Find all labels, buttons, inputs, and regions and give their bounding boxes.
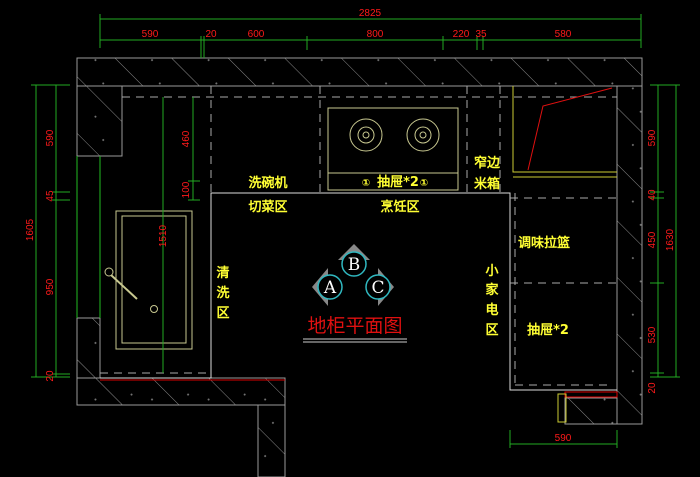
drawer-marker: ① <box>420 178 428 189</box>
label-narrow: 窄边 <box>474 155 501 171</box>
dimension-lines <box>31 14 680 448</box>
svg-text:小: 小 <box>485 264 498 279</box>
dim-top-total: 2825 <box>359 8 382 19</box>
drawing-title: 地柜平面图 <box>307 315 402 337</box>
dim-right-segment: 530 <box>647 326 658 343</box>
stove <box>327 107 459 191</box>
dim-left-segment: 590 <box>45 129 56 146</box>
label-appliance-zone: 小 家 电 区 <box>485 264 499 338</box>
dim-top-segment: 35 <box>475 29 487 40</box>
fridge-area <box>512 86 617 178</box>
dim-left-total: 1605 <box>25 218 36 241</box>
svg-text:洗: 洗 <box>216 285 229 301</box>
svg-text:电: 电 <box>485 302 498 318</box>
wall-left-lower <box>76 317 101 379</box>
svg-text:C: C <box>371 278 384 298</box>
window <box>76 155 101 319</box>
dim-right-segment: 20 <box>647 382 658 394</box>
label-dishwasher: 洗碗机 <box>248 175 287 191</box>
circle-a-icon: A <box>317 274 343 300</box>
burner-icon <box>349 118 383 152</box>
svg-text:清: 清 <box>216 265 229 281</box>
label-drawers-top: 抽屉*2 <box>377 174 419 190</box>
dim-right-segment: 590 <box>647 129 658 146</box>
svg-text:家: 家 <box>485 282 499 298</box>
wall-left-upper <box>76 85 123 157</box>
svg-text:区: 区 <box>216 306 229 321</box>
label-cooking-zone: 烹饪区 <box>380 199 419 215</box>
svg-text:B: B <box>348 255 361 275</box>
dim-sink-run: 1510 <box>158 224 169 247</box>
sink <box>104 210 193 350</box>
dim-top-segment: 590 <box>142 29 159 40</box>
counter-edge-red-right <box>564 391 618 398</box>
dim-left-segment: 950 <box>45 278 56 295</box>
dim-sink-segment: 460 <box>181 130 192 147</box>
circle-c-icon: C <box>365 274 391 300</box>
dim-right-total: 1630 <box>665 228 676 251</box>
label-washing-zone: 清 洗 区 <box>216 265 229 321</box>
dim-right-segment: 40 <box>647 189 658 201</box>
wall-bottom-right <box>564 397 618 425</box>
label-rice-bin: 米箱 <box>474 176 500 192</box>
counter-dashed <box>100 86 617 386</box>
wall-top <box>76 57 643 87</box>
dim-top-segment: 220 <box>453 29 470 40</box>
label-cutting-zone: 切菜区 <box>248 199 287 215</box>
drawer-marker: ① <box>362 178 370 189</box>
burner-icon <box>406 118 440 152</box>
faucet-icon <box>104 267 114 277</box>
label-seasoning-basket: 调味拉篮 <box>518 235 570 251</box>
dim-left-segment: 45 <box>45 190 56 202</box>
svg-text:A: A <box>323 278 337 298</box>
wall-bottom-left <box>76 377 286 406</box>
wall-right <box>616 85 643 425</box>
circle-b-icon: B <box>341 251 367 277</box>
work-triangle: A B C <box>312 244 394 306</box>
dim-right-segment: 450 <box>647 231 658 248</box>
wall-bottom-stub <box>257 404 286 477</box>
counter-outline <box>100 192 617 391</box>
door-jamb <box>557 393 567 423</box>
dim-sink-segment: 100 <box>181 181 192 198</box>
walls <box>76 57 643 477</box>
dim-top-segment: 20 <box>205 29 217 40</box>
drain-icon <box>150 305 158 313</box>
dim-left-segment: 20 <box>45 370 56 382</box>
dim-top-segment: 580 <box>555 29 572 40</box>
svg-text:区: 区 <box>485 323 498 338</box>
dim-top-segment: 600 <box>248 29 265 40</box>
dim-bottom: 590 <box>555 433 572 444</box>
label-drawers-right: 抽屉*2 <box>527 322 569 338</box>
dim-top-segment: 800 <box>367 29 384 40</box>
